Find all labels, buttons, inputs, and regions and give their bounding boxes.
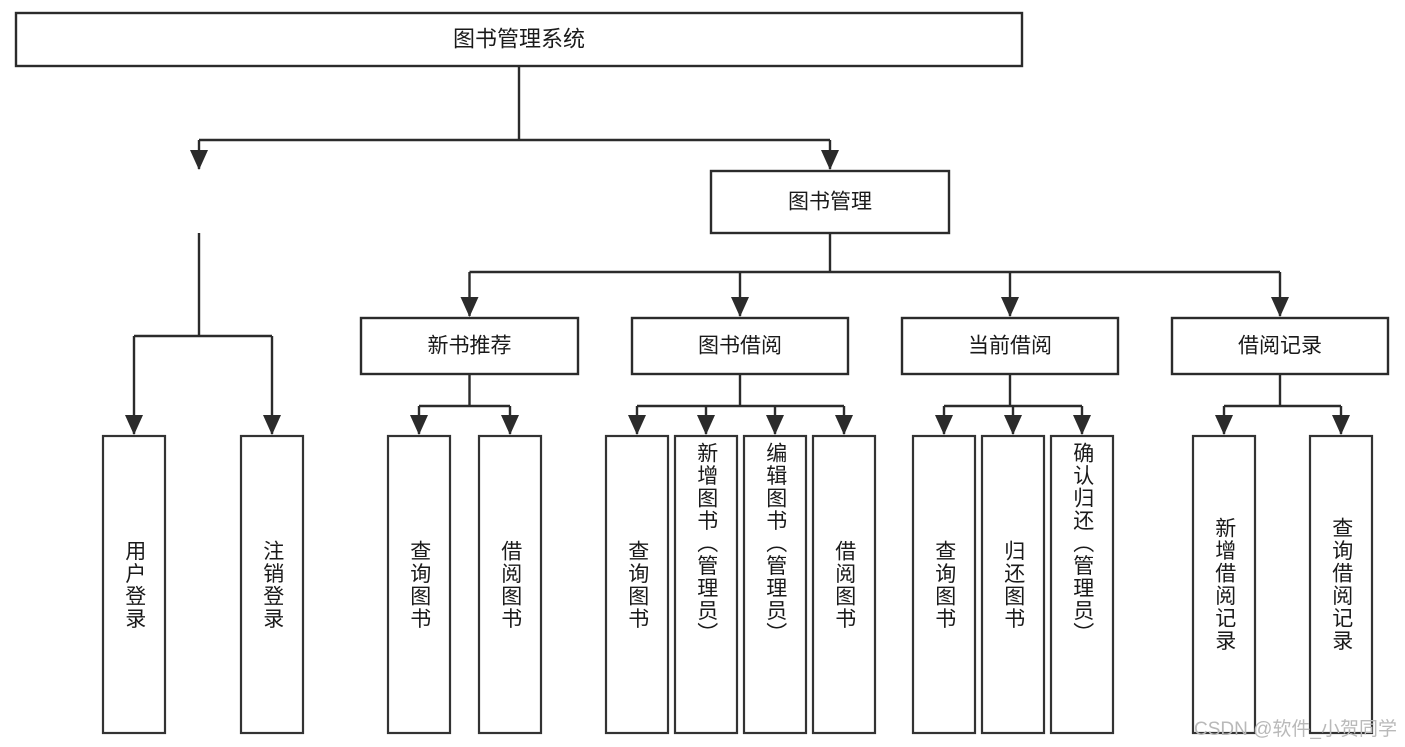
root-node-box[interactable] — [14, 11, 1024, 68]
leaf-node-4-0[interactable] — [1191, 434, 1257, 735]
node-1-label: 新书推荐 — [428, 335, 512, 358]
leaf-node-4-1[interactable] — [1308, 434, 1374, 735]
node-book-management-label: 图书管理 — [788, 191, 872, 214]
leaf-node-2-1[interactable] — [673, 434, 739, 735]
node-3-label: 当前借阅 — [968, 335, 1052, 358]
node-3[interactable] — [900, 316, 1120, 376]
node-4[interactable] — [1170, 316, 1390, 376]
node-book-management[interactable] — [709, 169, 951, 235]
node-2-label: 图书借阅 — [698, 335, 782, 358]
leaf-node-2-0[interactable] — [604, 434, 670, 735]
leaf-node-2-3[interactable] — [811, 434, 877, 735]
connector-layer — [125, 66, 1350, 435]
box-layer — [14, 11, 1390, 735]
leaf-node-1-0[interactable] — [386, 434, 452, 735]
node-4-label: 借阅记录 — [1238, 335, 1322, 358]
node-2[interactable] — [630, 316, 850, 376]
leaf-node-2-2[interactable] — [742, 434, 808, 735]
leaf-node-3-2[interactable] — [1049, 434, 1115, 735]
leaf-node-0-0[interactable] — [101, 434, 167, 735]
node-1[interactable] — [359, 316, 580, 376]
leaf-node-1-1[interactable] — [477, 434, 543, 735]
watermark: CSDN @软件_小贺同学 — [1194, 719, 1397, 740]
leaf-node-3-0[interactable] — [911, 434, 977, 735]
leaf-node-0-1[interactable] — [239, 434, 305, 735]
root-node-label: 图书管理系统 — [453, 26, 585, 51]
leaf-node-3-1[interactable] — [980, 434, 1046, 735]
